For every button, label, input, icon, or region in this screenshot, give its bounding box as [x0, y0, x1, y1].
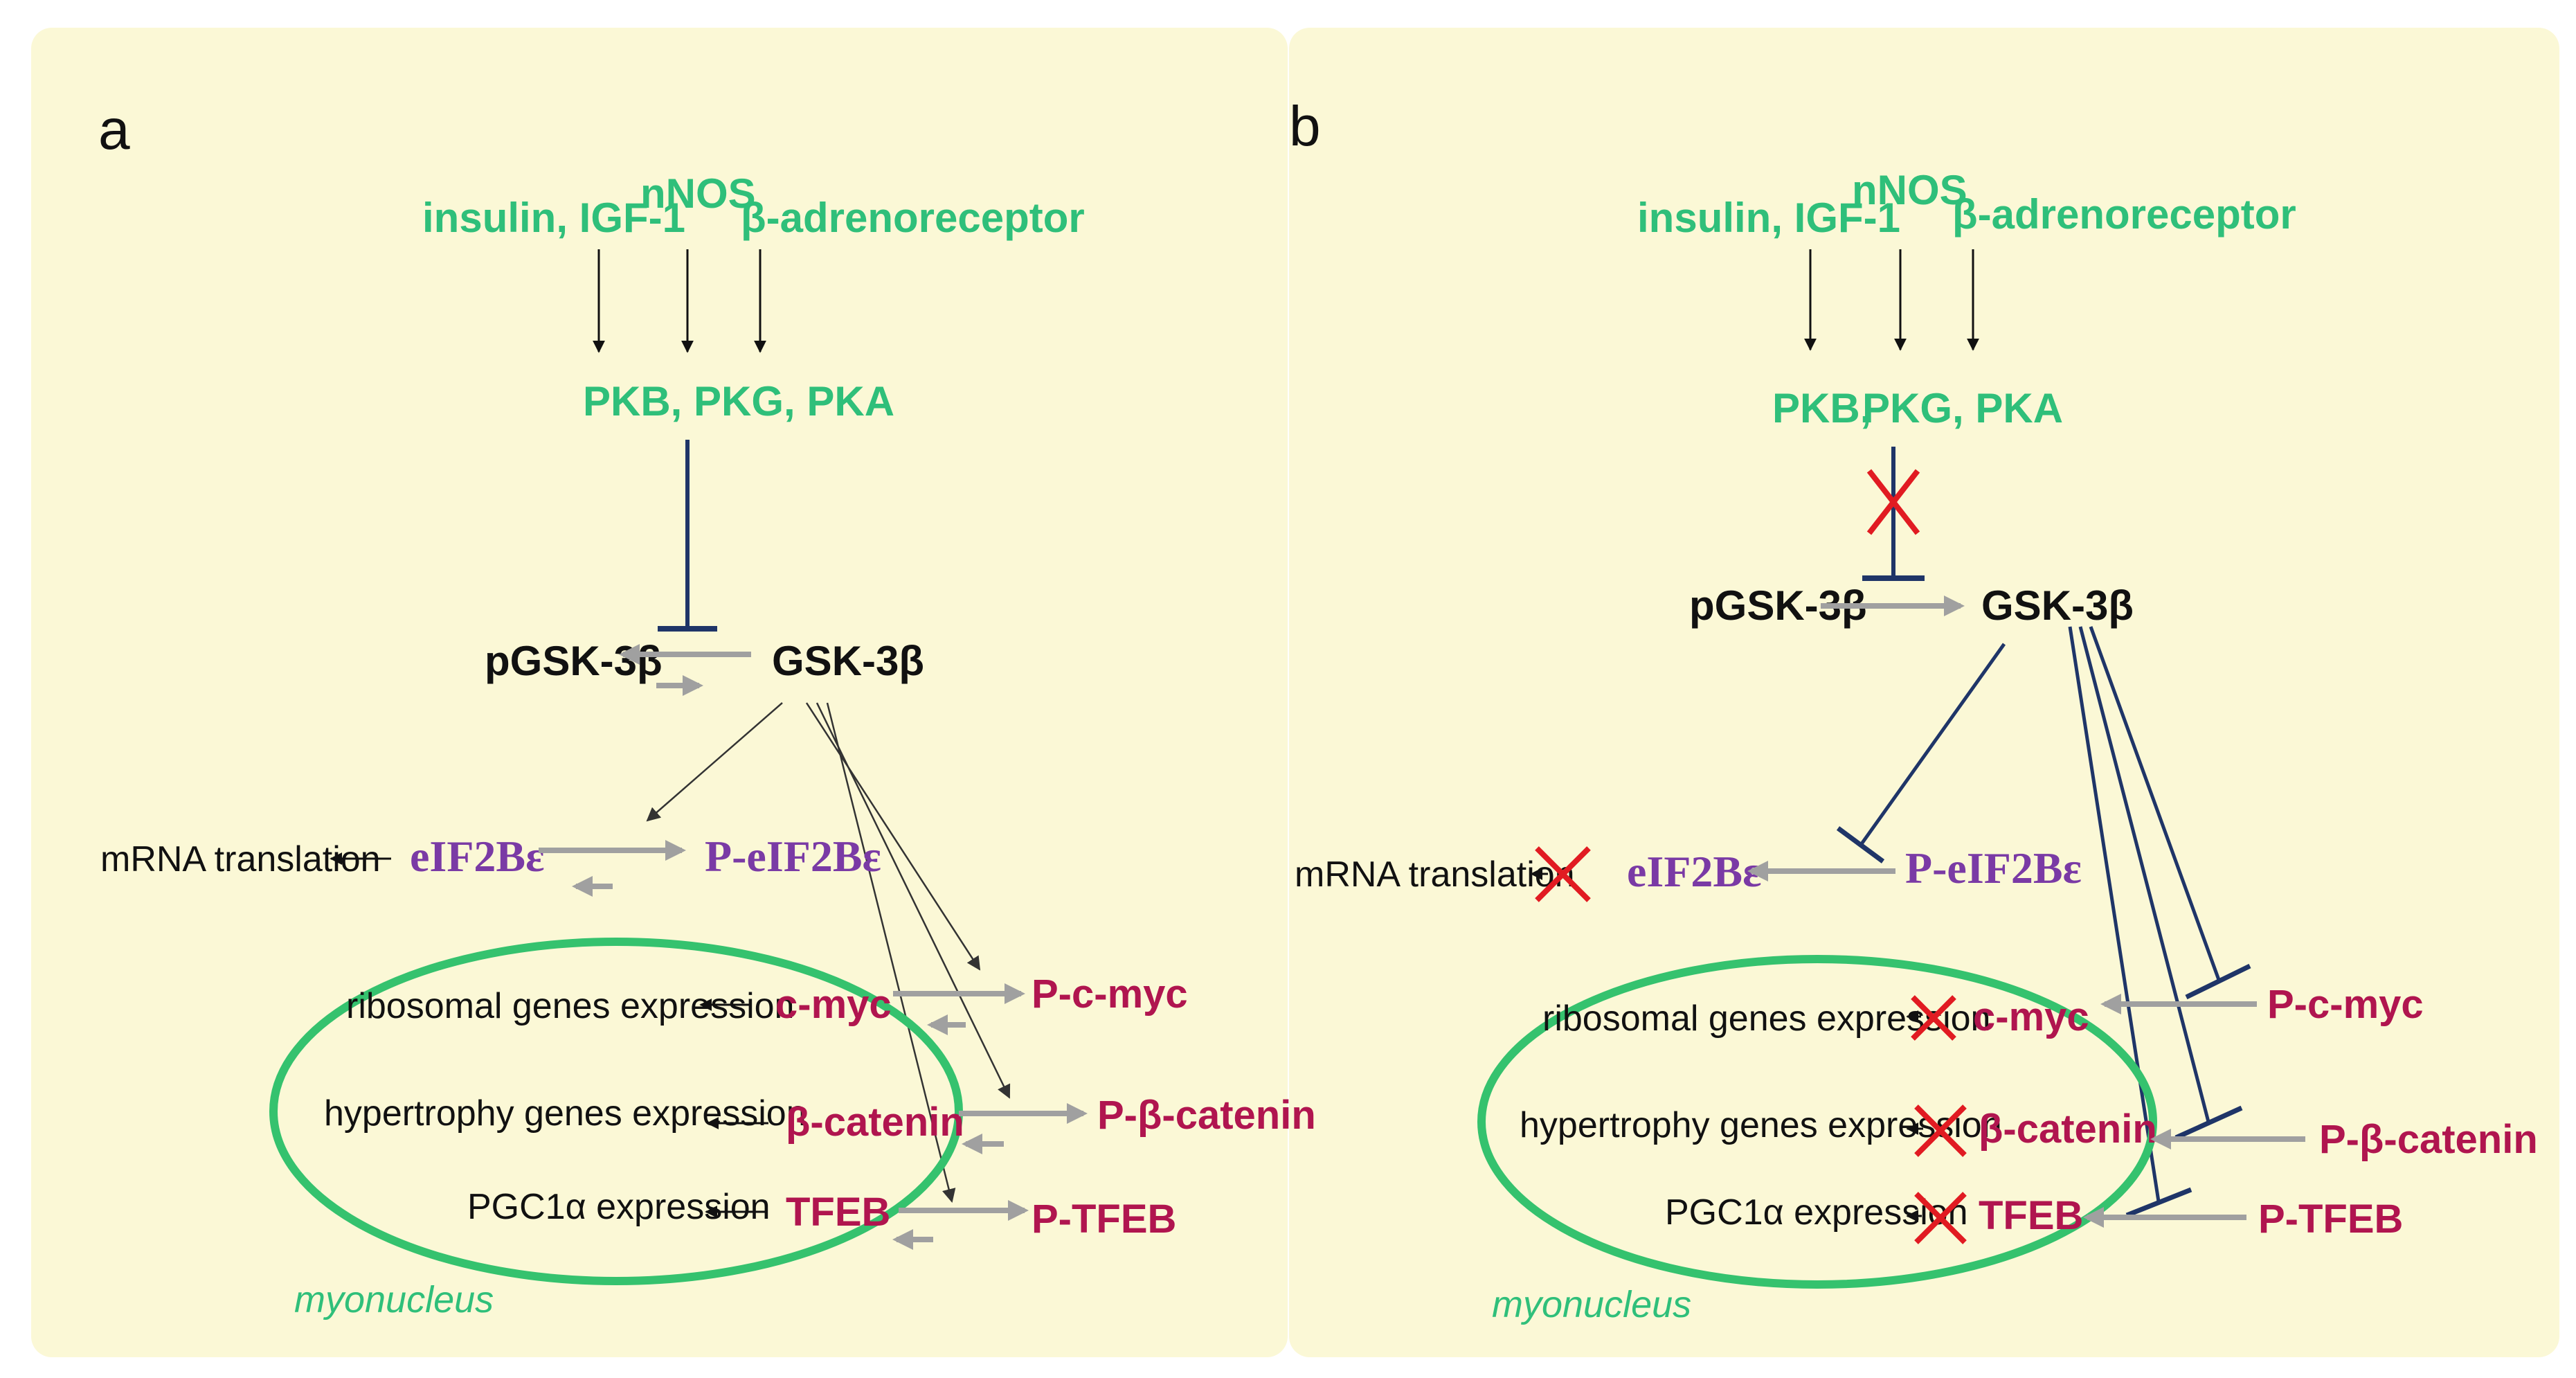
upstream-nnos: nNOS	[640, 170, 756, 217]
panel-b: b insulin, IGF-1 nNOS β-adrenoreceptor P…	[1289, 95, 2538, 1325]
myonucleus-ellipse	[1477, 955, 2157, 1289]
p-cmyc-label: P-c-myc	[2267, 982, 2424, 1027]
bcat-label: β-catenin	[786, 1100, 964, 1145]
blocked-x-icon	[1911, 995, 1956, 1041]
gsk-to-p-cmyc-arrow	[805, 702, 981, 971]
gsk-inhibit-p-cmyc-bar	[2185, 963, 2251, 1000]
cmyc-label: c-myc	[1973, 994, 2089, 1039]
p-eif2b-label: P-eIF2Bε	[1905, 843, 2082, 893]
ribosomal-genes-label: ribosomal genes expression	[346, 986, 794, 1026]
kinases-label: PKB, PKG, PKA	[583, 378, 894, 424]
upstream-beta-adrenoreceptor: β-adrenoreceptor	[1952, 191, 2296, 238]
panel-a: a insulin, IGF-1 nNOS β-adrenoreceptor P…	[98, 98, 1316, 1321]
p-bcat-label: P-β-catenin	[1097, 1093, 1316, 1138]
cmyc-label: c-myc	[775, 982, 892, 1027]
mrna-translation-label: mRNA translation	[1295, 854, 1575, 895]
p-cmyc-label: P-c-myc	[1032, 972, 1188, 1017]
pgc1a-label: PGC1α expression	[467, 1187, 771, 1227]
gsk-inhibit-p-eif-line	[1859, 643, 2006, 846]
p-bcat-label: P-β-catenin	[2319, 1117, 2538, 1162]
eif2b-label: eIF2Bε	[1627, 847, 1761, 896]
myonucleus-label: myonucleus	[1492, 1284, 1691, 1325]
gsk-to-p-eif-arrow	[646, 702, 783, 822]
kinases-label-pkb: PKB,	[1772, 385, 1871, 431]
tfeb-label: TFEB	[786, 1190, 890, 1235]
blocked-x-icon	[1535, 846, 1591, 902]
blocked-x-icon	[1914, 1192, 1967, 1244]
p-tfeb-label: P-TFEB	[1032, 1197, 1176, 1242]
pgsk-label: pGSK-3β	[485, 638, 663, 684]
gsk-inhibit-p-bcat-bar	[2174, 1105, 2243, 1140]
panel-b-background	[1289, 28, 2559, 1357]
panel-a-letter: a	[98, 98, 130, 161]
gsk-to-p-bcat-arrow	[816, 702, 1011, 1099]
gsk-inhibit-p-bcat-line	[2078, 626, 2210, 1122]
upstream-beta-adrenoreceptor: β-adrenoreceptor	[741, 195, 1085, 241]
bcat-label: β-catenin	[1979, 1107, 2157, 1152]
upstream-insulin: insulin, IGF-1	[422, 195, 685, 241]
hypertrophy-genes-label: hypertrophy genes expression	[324, 1093, 807, 1134]
gsk-inhibit-p-tfeb-bar	[2125, 1187, 2192, 1218]
panel-b-letter: b	[1289, 95, 1321, 158]
p-eif2b-label: P-eIF2Bε	[705, 832, 881, 881]
upstream-insulin: insulin, IGF-1	[1637, 195, 1900, 241]
upstream-nnos: nNOS	[1852, 167, 1967, 213]
gsk-to-p-tfeb-arrow	[826, 702, 956, 1203]
eif2b-label: eIF2Bε	[410, 832, 544, 881]
gsk-label: GSK-3β	[1981, 582, 2134, 629]
blocked-x-icon	[1914, 1104, 1967, 1157]
gsk-inhibit-p-eif-bar	[1836, 826, 1885, 864]
kinases-label-pkg-pka: PKG, PKA	[1862, 385, 2063, 431]
gsk-label: GSK-3β	[772, 638, 924, 684]
gsk-inhibit-p-cmyc-line	[2089, 626, 2221, 981]
tfeb-label: TFEB	[1979, 1193, 2083, 1238]
blocked-x-icon	[1866, 469, 1920, 535]
myonucleus-label: myonucleus	[294, 1279, 494, 1321]
p-tfeb-label: P-TFEB	[2258, 1197, 2403, 1242]
gsk-inhibit-p-tfeb-line	[2068, 626, 2161, 1202]
